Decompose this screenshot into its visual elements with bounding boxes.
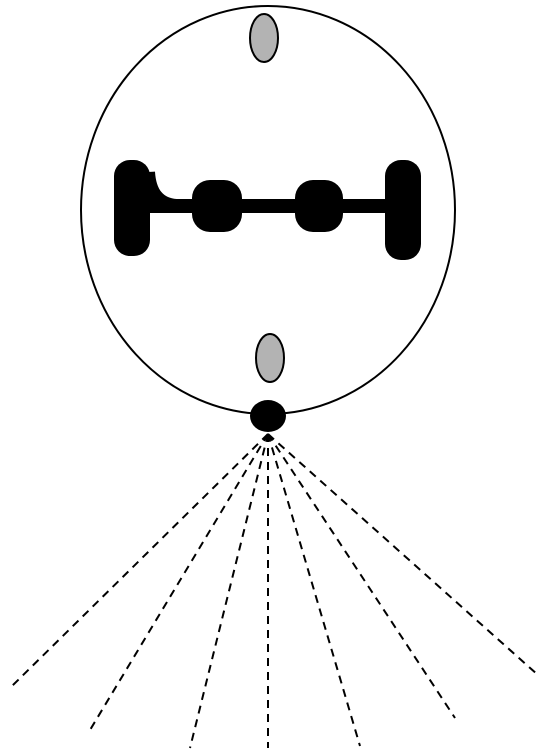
right-end-pad (385, 160, 421, 260)
left-end-pad (114, 160, 150, 256)
dashed-beam-1 (12, 434, 268, 686)
emitter (250, 400, 286, 432)
dashed-beam-5 (268, 434, 360, 746)
left-curve-connector (148, 172, 176, 206)
horizontal-bar (148, 199, 406, 213)
bottom-gray-oval (256, 334, 284, 382)
left-node (192, 180, 242, 232)
right-node (295, 180, 343, 232)
top-gray-oval (250, 14, 278, 62)
dashed-beam-3 (190, 434, 268, 748)
dashed-beams (12, 434, 538, 748)
